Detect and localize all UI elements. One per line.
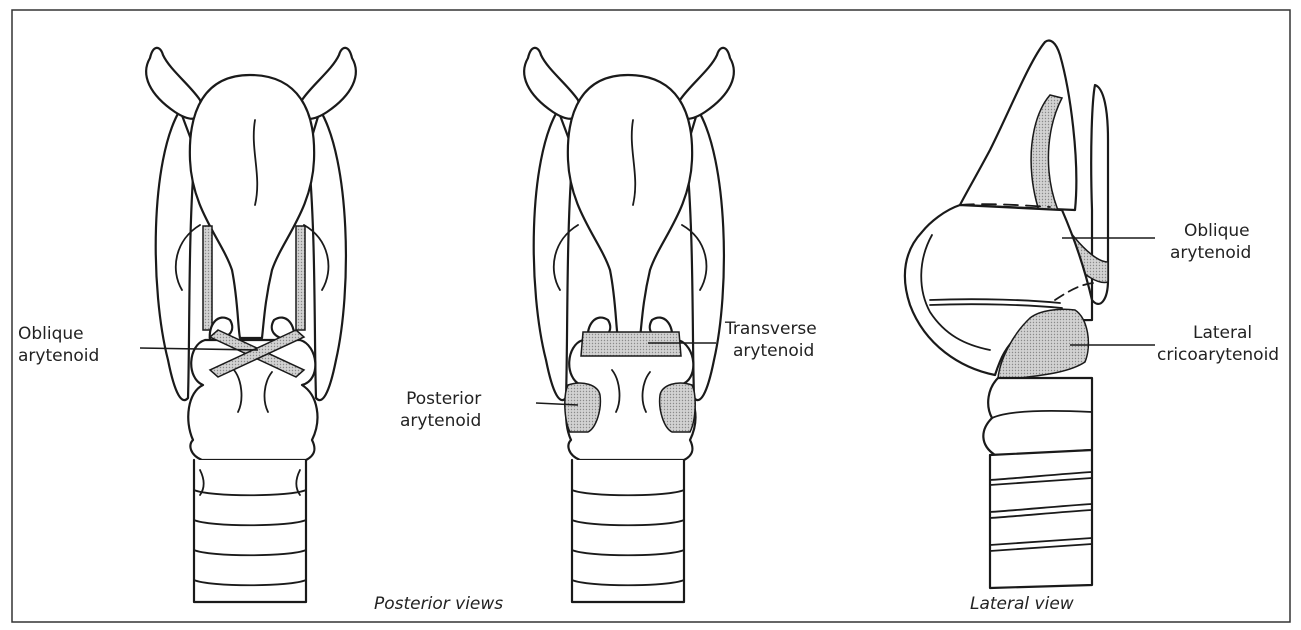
label-oblique-arytenoid-right: Oblique arytenoid <box>1170 220 1251 264</box>
caption-lateral-view: Lateral view <box>970 594 1074 614</box>
trachea <box>194 460 306 602</box>
label-posterior-arytenoid: Posterior arytenoid <box>400 388 481 432</box>
superior-horn-left <box>146 48 201 119</box>
lateral-view <box>905 41 1155 588</box>
posterior-view-1 <box>140 48 356 602</box>
label-transverse-arytenoid: Transverse arytenoid <box>725 318 817 362</box>
caption-posterior-views: Posterior views <box>374 594 503 614</box>
posterior-view-2 <box>524 48 734 602</box>
label-lateral-cricoarytenoid: Lateral cricoarytenoid <box>1157 322 1279 366</box>
lateral-epiglottis <box>960 41 1076 210</box>
superior-horn-right <box>301 48 356 119</box>
label-oblique-arytenoid-left: Oblique arytenoid <box>18 323 99 367</box>
